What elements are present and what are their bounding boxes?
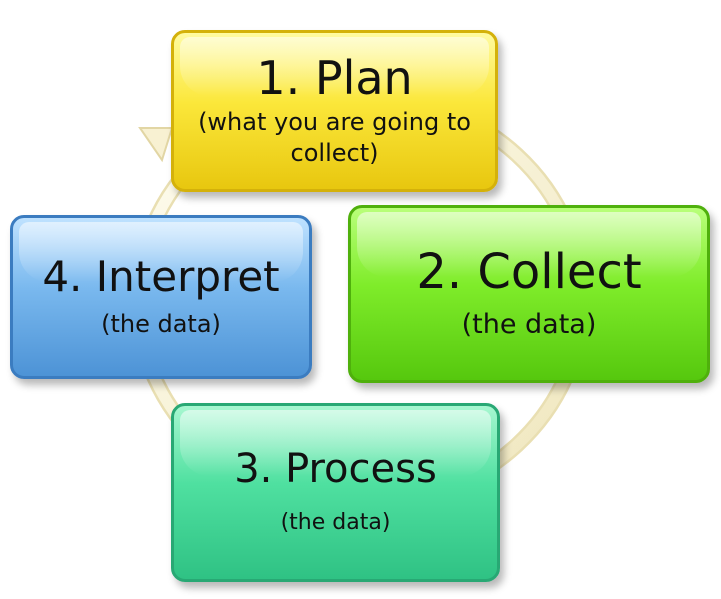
step-interpret-box: 4. Interpret (the data) xyxy=(10,215,312,379)
step-plan-title: 1. Plan xyxy=(256,50,413,105)
step-interpret-title: 4. Interpret xyxy=(42,252,280,302)
cycle-arrow-head-icon xyxy=(138,127,174,163)
step-plan-subtitle: (what you are going to collect) xyxy=(198,108,471,168)
step-collect-title: 2. Collect xyxy=(416,244,642,301)
step-plan-box: 1. Plan (what you are going to collect) xyxy=(171,30,498,192)
step-process-box: 3. Process (the data) xyxy=(171,403,500,582)
step-process-subtitle: (the data) xyxy=(280,510,391,536)
step-collect-subtitle: (the data) xyxy=(461,308,597,340)
step-process-title: 3. Process xyxy=(234,446,437,493)
step-collect-box: 2. Collect (the data) xyxy=(348,205,710,383)
step-interpret-subtitle: (the data) xyxy=(101,309,221,338)
